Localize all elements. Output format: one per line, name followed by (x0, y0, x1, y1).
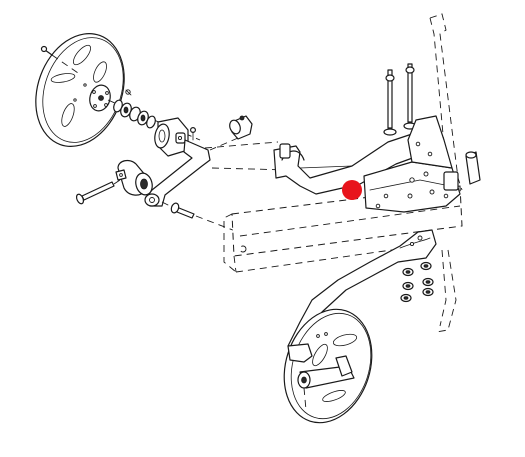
lock-collar (115, 159, 153, 196)
wheel-axle-bracket (287, 343, 355, 411)
spindle-housing (154, 117, 197, 157)
plate-bracket (363, 115, 481, 213)
highlight-marker (342, 180, 362, 200)
washer-stack (400, 261, 434, 303)
closing-wheel-disc (283, 308, 373, 424)
u-bolts (383, 63, 417, 136)
crank-arm (144, 139, 279, 207)
hub-screw (40, 45, 79, 74)
gauge-wheel-disc (35, 33, 125, 147)
pivot-pin (209, 115, 253, 151)
crank-bolt (161, 201, 195, 219)
bearing-stack (107, 89, 201, 141)
carriage-bolt (75, 179, 121, 205)
